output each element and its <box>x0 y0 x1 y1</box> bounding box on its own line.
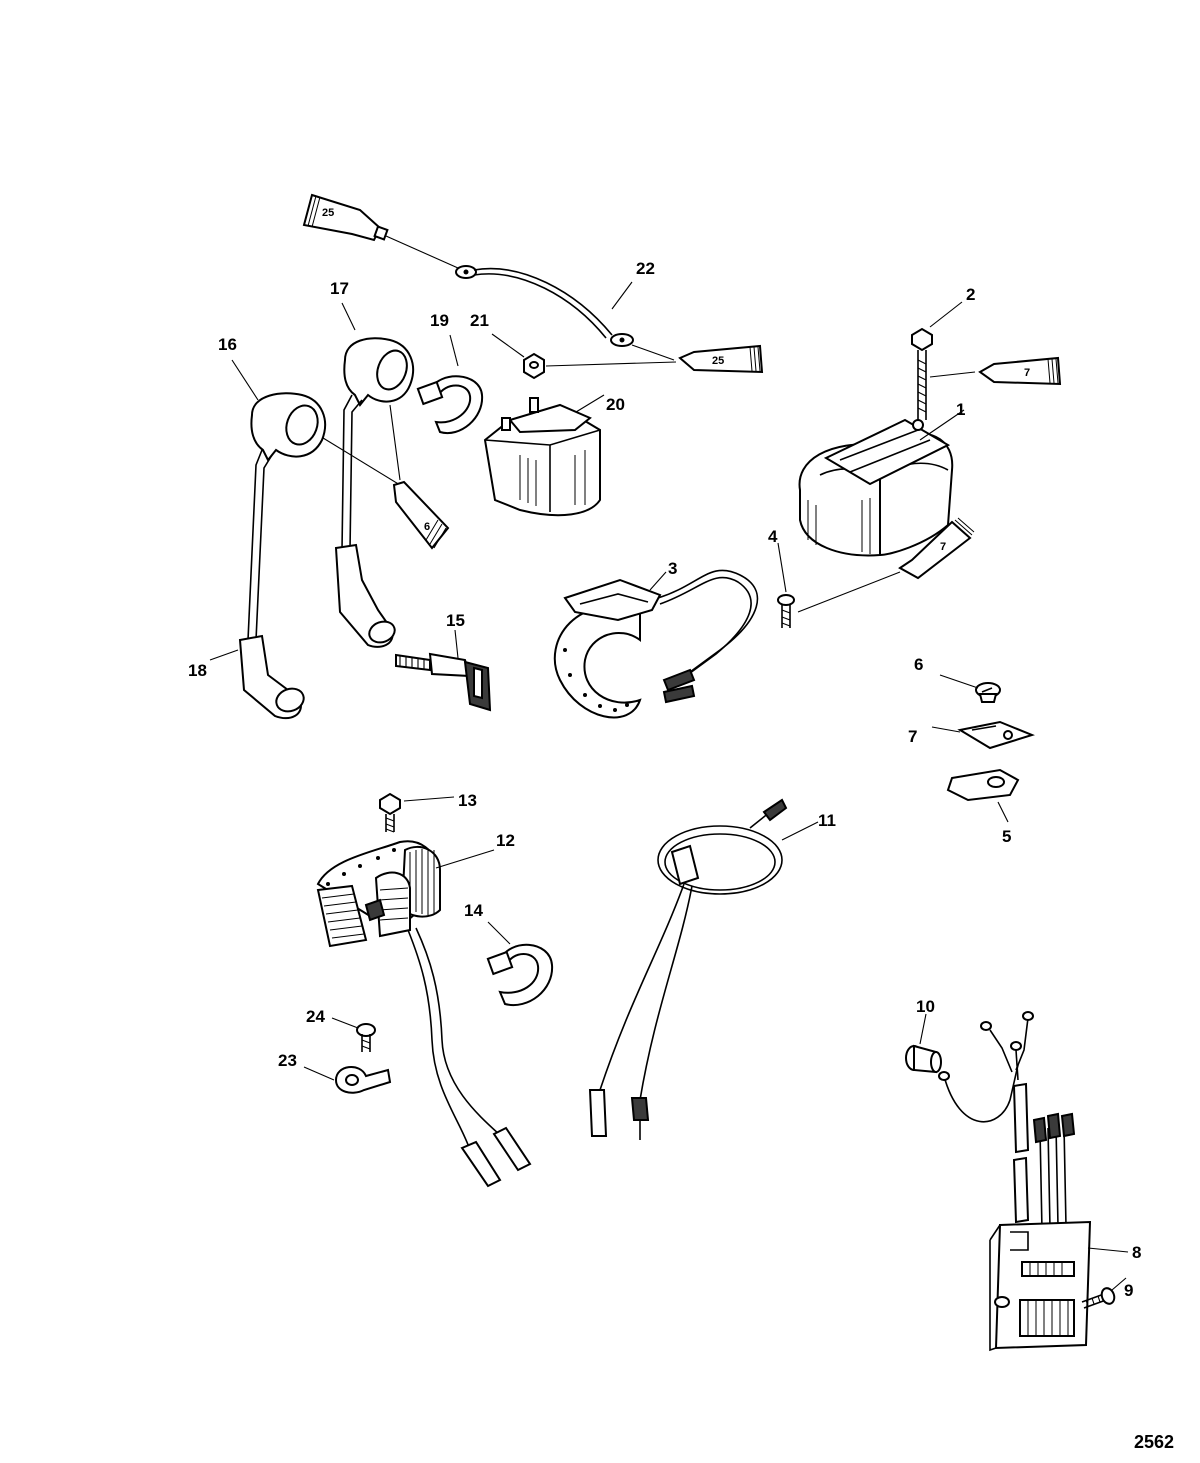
clamp-14 <box>486 943 554 1007</box>
tube-label-25a: 25 <box>322 207 334 219</box>
callout-18: 18 <box>188 661 207 680</box>
leader-2 <box>929 301 963 328</box>
ignition-coil-20 <box>483 397 601 517</box>
leader-9 <box>1111 1277 1127 1291</box>
leader-22 <box>611 281 633 310</box>
callout-4: 4 <box>768 527 778 546</box>
callout-13: 13 <box>458 791 477 810</box>
leader-18 <box>209 649 239 661</box>
sealant-tube-25-top: 25 <box>302 193 389 242</box>
leader-6 <box>939 674 979 689</box>
leader-8 <box>1087 1247 1129 1253</box>
sealant-tube-7-right: 7 <box>898 517 975 580</box>
callout-17: 17 <box>330 279 349 298</box>
tube-label-25b: 25 <box>712 355 724 367</box>
leader-23 <box>303 1066 335 1081</box>
leader-screw4-tube7 <box>797 571 901 613</box>
callout-8: 8 <box>1132 1243 1141 1262</box>
leader-16-tube6 <box>309 429 401 486</box>
clamp-19 <box>416 375 484 435</box>
callout-2: 2 <box>966 285 975 304</box>
callout-14: 14 <box>464 901 483 920</box>
spark-plug-15 <box>395 652 492 712</box>
switch-box-8 <box>938 1011 1092 1352</box>
callout-15: 15 <box>446 611 465 630</box>
leader-11 <box>781 821 819 841</box>
screw-9 <box>1081 1287 1116 1309</box>
leader-5 <box>997 801 1009 823</box>
bolt-13 <box>379 792 401 833</box>
callout-7: 7 <box>908 727 917 746</box>
clamp-23 <box>334 1066 392 1094</box>
ignition-coil-1 <box>798 418 954 557</box>
tube-label-6: 6 <box>424 521 430 533</box>
callout-6: 6 <box>914 655 923 674</box>
callout-12: 12 <box>496 831 515 850</box>
callout-20: 20 <box>606 395 625 414</box>
callout-5: 5 <box>1002 827 1011 846</box>
ground-strap-22 <box>455 265 634 347</box>
nut-21 <box>523 352 545 380</box>
leader-16 <box>231 359 259 401</box>
stator-12 <box>316 840 532 1188</box>
leader-17 <box>341 302 356 331</box>
leader-14 <box>487 921 511 945</box>
leader-15 <box>454 629 459 659</box>
callout-22: 22 <box>636 259 655 278</box>
callout-24: 24 <box>306 1007 325 1026</box>
leader-tube25-strap <box>385 235 459 269</box>
leader-1 <box>919 409 965 441</box>
leader-nut-tube25b <box>545 361 677 367</box>
trigger-coil-11 <box>588 798 788 1140</box>
plug-wire-16 <box>247 392 327 641</box>
callout-3: 3 <box>668 559 677 578</box>
plug-wire-17 <box>334 337 415 648</box>
callout-1: 1 <box>956 400 965 419</box>
leader-3 <box>649 571 667 591</box>
leader-21 <box>491 333 525 358</box>
callout-23: 23 <box>278 1051 297 1070</box>
tube-label-7a: 7 <box>1024 367 1030 379</box>
sealant-tube-7-top: 7 <box>978 356 1062 386</box>
sealant-tube-25-mid: 25 <box>678 344 764 374</box>
callout-16: 16 <box>218 335 237 354</box>
sealant-tube-6: 6 <box>392 480 450 550</box>
callout-19: 19 <box>430 311 449 330</box>
leader-24 <box>331 1017 359 1029</box>
screw-4 <box>777 594 795 628</box>
leader-bolt2-tube7 <box>929 371 976 378</box>
leader-12 <box>435 849 495 869</box>
callout-21: 21 <box>470 311 489 330</box>
leader-13 <box>403 796 455 802</box>
figure-number: 2562 <box>1134 1432 1174 1452</box>
leader-7 <box>931 726 961 733</box>
leader-19 <box>449 334 459 367</box>
callout-11: 11 <box>818 811 836 830</box>
callout-9: 9 <box>1124 1281 1133 1300</box>
clip-7 <box>957 720 1035 750</box>
leader-strap-tube25b <box>631 344 675 361</box>
callout-10: 10 <box>916 997 935 1016</box>
leader-10 <box>919 1013 927 1045</box>
bolt-2 <box>911 327 933 420</box>
trigger-plate-3 <box>553 569 759 719</box>
screw-24 <box>356 1023 376 1052</box>
plug-boot-18 <box>238 634 305 720</box>
bushing-10 <box>905 1044 942 1074</box>
screw-6 <box>975 682 1001 703</box>
leader-20 <box>575 394 605 413</box>
plate-5 <box>946 768 1020 802</box>
tube-label-7b: 7 <box>940 541 946 553</box>
leader-4 <box>777 542 787 593</box>
leader-17-tube6 <box>389 404 401 481</box>
